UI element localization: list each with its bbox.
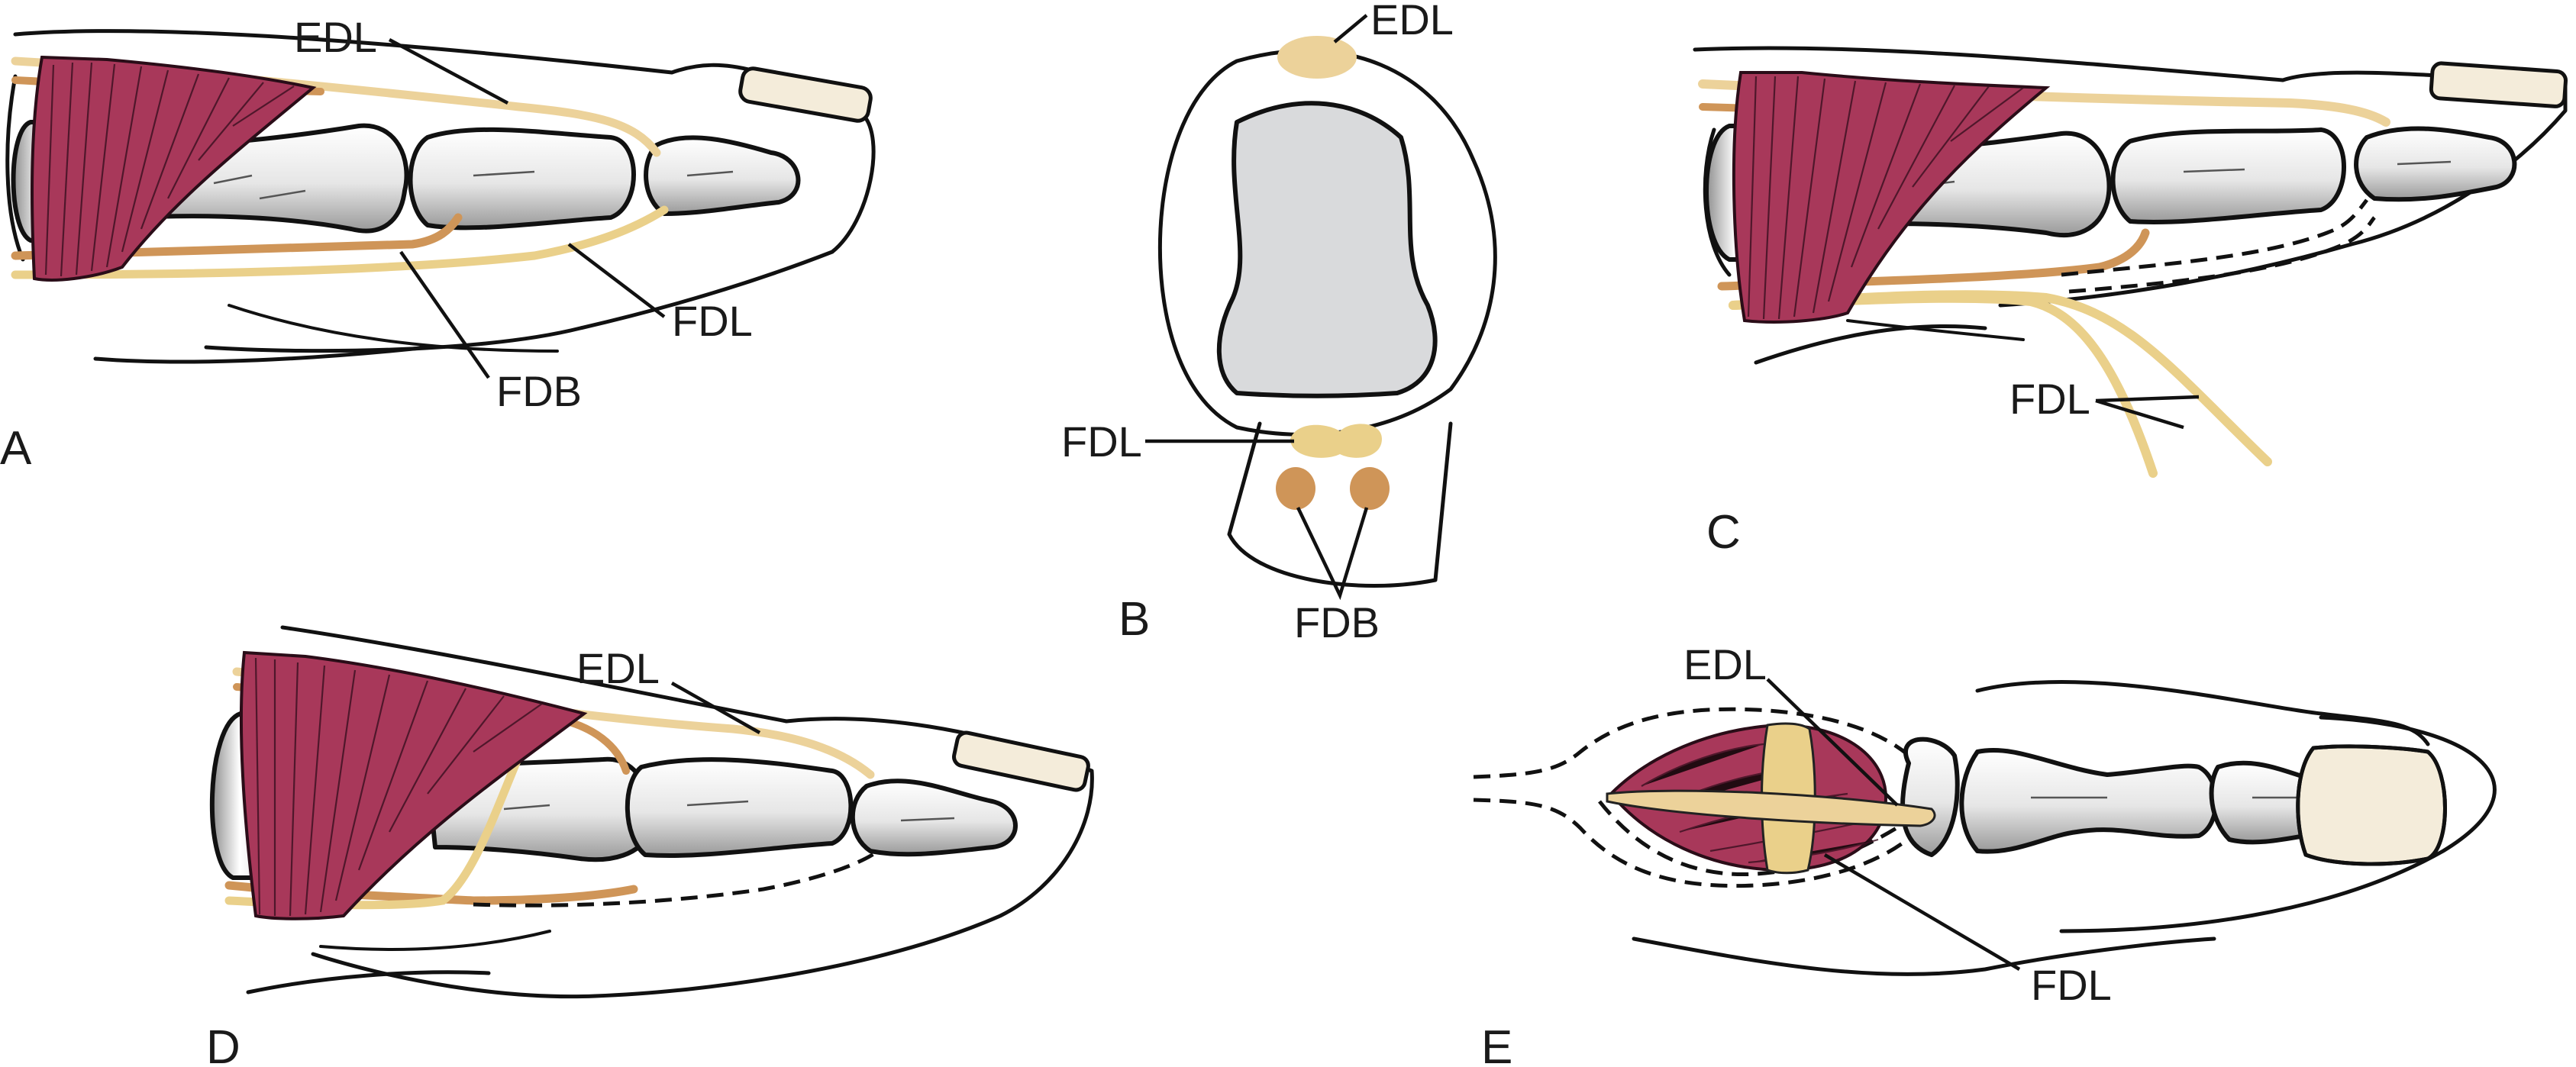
toe-cross-section-outline	[1227, 421, 1453, 588]
toe-outline-d-top	[280, 625, 1094, 999]
label-fdl-b: FDL	[1061, 417, 1142, 466]
nail-e	[2296, 744, 2447, 866]
nail-d	[952, 730, 1090, 792]
nail-plate	[738, 66, 873, 123]
leader-edl-d	[670, 682, 761, 734]
fdb-cross-section-right	[1350, 467, 1390, 510]
interosseous-muscle-c	[1732, 71, 2051, 324]
toe-outline-e-bottom	[1632, 936, 2216, 976]
muscle-c	[1732, 71, 2051, 324]
panel-letter-c: C	[1706, 506, 1741, 559]
muscle-fibers-d	[254, 657, 543, 917]
middle-phalanx-e	[1959, 747, 2219, 854]
toe-outline-a-top	[13, 29, 876, 353]
interosseous-muscle-a	[31, 55, 317, 282]
panel-a: EDL FDL FDB A	[0, 13, 876, 475]
panel-c: FDL C	[1693, 46, 2568, 559]
interosseous-muscle-d	[239, 650, 588, 920]
nail-a	[738, 66, 873, 123]
panel-b: EDL FDL FDB B	[1061, 0, 1497, 646]
panel-letter-d: D	[206, 1021, 240, 1067]
leader-fdl-c	[2095, 395, 2200, 430]
toe-outline-c-bottom	[1754, 324, 1987, 365]
muscle-fibers-c	[1747, 76, 2024, 320]
leader-edl-e	[1766, 678, 1899, 807]
fdl-removed-path-c-1	[2061, 198, 2368, 277]
fdb-cross-section-left	[1276, 467, 1315, 510]
toe-skin-crease-c	[1846, 319, 2025, 341]
incision-outline-e-outer-top	[1473, 707, 1926, 779]
leader-edl-a	[388, 38, 509, 105]
label-fdb-a: FDB	[496, 367, 582, 415]
toe-outline-e-right	[2059, 715, 2497, 933]
panel-d: EDL D	[206, 625, 1094, 1067]
fdl-cross-section	[1290, 424, 1382, 458]
toe-outline-e-top	[1975, 679, 2430, 746]
fdl-removed-path-d	[473, 849, 880, 907]
panel-letter-a: A	[0, 422, 32, 475]
leader-fdb-a	[399, 250, 490, 379]
label-fdl-a: FDL	[672, 297, 753, 345]
bones-e	[1900, 737, 2351, 857]
toe-outline-d-bottom	[246, 970, 491, 994]
incision-outline-e-outer-bottom	[1473, 798, 1926, 888]
distal-phalanx-c	[2354, 126, 2517, 202]
label-edl-b: EDL	[1370, 0, 1454, 44]
proximal-phalanx-e	[1900, 737, 1960, 857]
toe-skin-crease-d	[319, 930, 551, 951]
middle-phalanx-d	[625, 757, 854, 858]
skin-cross-section	[1157, 48, 1497, 437]
edl-cross-section	[1277, 36, 1357, 79]
toe-skin-crease-a	[228, 304, 559, 353]
panel-e: EDL FDL E	[1473, 640, 2497, 1067]
middle-phalanx-a	[408, 127, 636, 230]
nail-e-outline	[2296, 744, 2447, 866]
nail-c	[2429, 61, 2568, 108]
panel-letter-b: B	[1119, 593, 1150, 646]
fdl-removed-path-c-2	[2068, 216, 2376, 294]
toe-outline-a-left	[5, 74, 25, 262]
muscle-fibers-a	[44, 62, 295, 277]
muscle-a	[31, 55, 317, 282]
leader-fdl-e	[1823, 853, 2021, 971]
distal-phalanx-d	[850, 778, 1018, 857]
distal-phalanx-a	[644, 135, 801, 216]
leader-fdl-a	[567, 243, 666, 318]
label-fdl-e: FDL	[2031, 961, 2112, 1009]
bone-texture-a	[213, 170, 734, 200]
label-fdb-b: FDB	[1294, 598, 1380, 646]
edl-tendon-e-horizontal	[1606, 789, 1936, 827]
toe-outline-a-bottom	[93, 345, 430, 364]
fdl-tendon-a	[11, 205, 669, 279]
label-edl-e: EDL	[1683, 640, 1767, 688]
label-fdl-c: FDL	[2009, 375, 2090, 423]
label-edl-a: EDL	[294, 13, 377, 61]
leader-edl-b	[1333, 14, 1368, 44]
label-edl-d: EDL	[576, 644, 660, 692]
middle-phalanx-c	[2110, 127, 2346, 224]
muscle-d	[239, 650, 588, 920]
bone-texture-d	[503, 800, 955, 822]
phalanx-cross-section	[1216, 101, 1438, 398]
panel-letter-e: E	[1481, 1021, 1512, 1067]
leader-fdb-b	[1296, 507, 1369, 601]
